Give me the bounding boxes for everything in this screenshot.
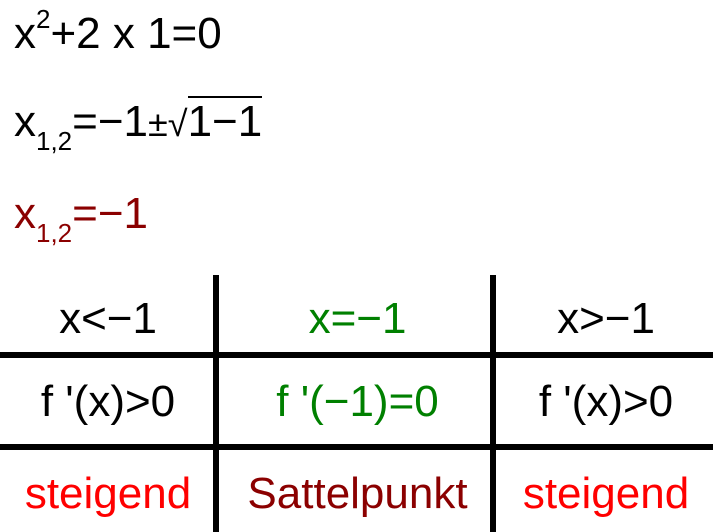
header-left: x<−1 xyxy=(59,294,157,343)
derivative-middle: f '(−1)=0 xyxy=(276,377,439,426)
equation-result: x1,2=−1 xyxy=(14,189,149,247)
eq2-subscript: 1,2 xyxy=(36,126,73,156)
eq1-base: x xyxy=(14,9,36,58)
eq2-rest: =−1 xyxy=(72,97,149,146)
sqrt-icon: √ xyxy=(167,103,188,144)
plus-minus: ± xyxy=(148,103,168,144)
eq2-radicand: 1−1 xyxy=(187,96,263,146)
eq3-rest: =−1 xyxy=(72,189,149,238)
eq1-exponent: 2 xyxy=(36,4,51,34)
table-divider-vertical-1 xyxy=(213,275,219,532)
eq1-rest: +2 x 1=0 xyxy=(50,9,222,58)
eq3-subscript: 1,2 xyxy=(36,218,73,248)
eq3-base: x xyxy=(14,189,36,238)
behavior-middle: Sattelpunkt xyxy=(247,469,468,518)
header-right: x>−1 xyxy=(557,294,655,343)
equation-quadratic: x2+2 x 1=0 xyxy=(14,6,222,58)
behavior-left: steigend xyxy=(24,469,192,518)
eq2-base: x xyxy=(14,97,36,146)
derivative-right: f '(x)>0 xyxy=(538,377,674,426)
header-middle: x=−1 xyxy=(308,294,407,343)
table-divider-horizontal-2 xyxy=(0,444,713,450)
table-divider-vertical-2 xyxy=(490,275,496,532)
table-divider-horizontal-1 xyxy=(0,352,713,358)
equation-solution-formula: x1,2=−1±√1−1 xyxy=(14,96,263,154)
behavior-right: steigend xyxy=(522,469,690,518)
derivative-left: f '(x)>0 xyxy=(40,377,176,426)
